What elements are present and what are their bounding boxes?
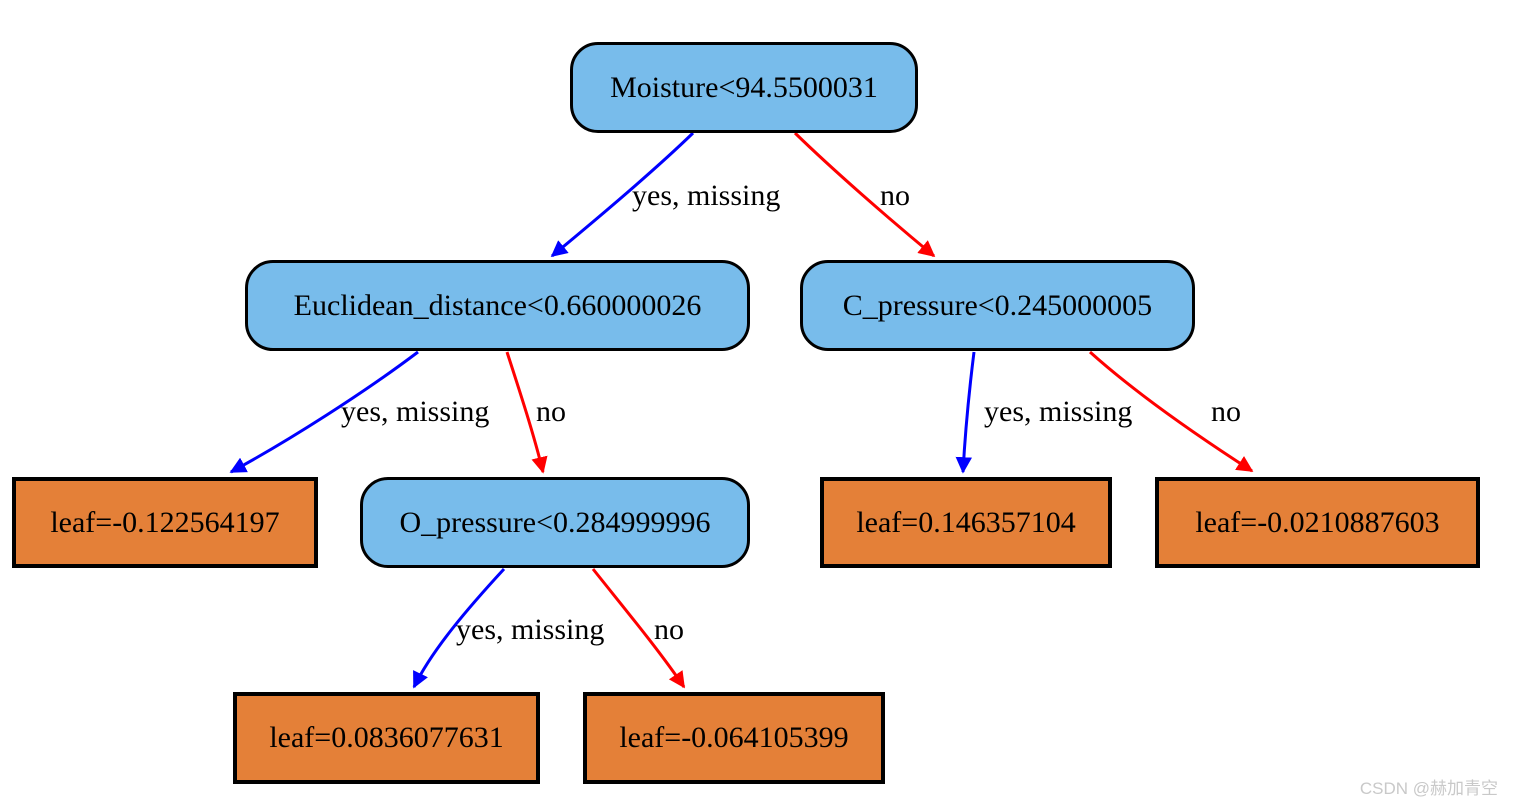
edge-label-euclidean-yes-missing: yes, missing xyxy=(341,395,490,428)
tree-leaf-node-b: leaf=0.146357104 xyxy=(820,477,1112,568)
edge-label-opressure-no: no xyxy=(654,613,684,646)
edge-root-to-cpressure-no-arrow xyxy=(793,131,936,258)
tree-leaf-node-e: leaf=-0.064105399 xyxy=(583,692,885,784)
tree-node-c-pressure: C_pressure<0.245000005 xyxy=(800,260,1195,351)
tree-leaf-node-a: leaf=-0.122564197 xyxy=(12,477,318,568)
edge-label-cpressure-no: no xyxy=(1211,395,1241,428)
tree-node-euclidean-distance: Euclidean_distance<0.660000026 xyxy=(245,260,750,351)
edge-label-cpressure-yes-missing: yes, missing xyxy=(984,395,1133,428)
edge-euclidean-to-leafa-yes-arrow xyxy=(229,350,419,474)
edge-label-root-no: no xyxy=(880,179,910,212)
edge-label-opressure-yes-missing: yes, missing xyxy=(456,613,605,646)
csdn-watermark: CSDN @赫加青空 xyxy=(1359,779,1498,798)
tree-node-root-moisture: Moisture<94.5500031 xyxy=(570,42,918,133)
edge-label-root-yes-missing: yes, missing xyxy=(632,179,781,212)
edge-euclidean-to-opressure-no-arrow xyxy=(505,351,548,474)
edge-root-to-euclidean-yes-arrow xyxy=(550,131,695,258)
edge-label-euclidean-no: no xyxy=(536,395,566,428)
edge-opressure-to-leafd-yes-arrow xyxy=(412,567,506,689)
tree-leaf-node-c: leaf=-0.0210887603 xyxy=(1155,477,1480,568)
tree-leaf-node-d: leaf=0.0836077631 xyxy=(233,692,540,784)
edge-cpressure-to-leafc-no-arrow xyxy=(1088,350,1254,473)
tree-node-o-pressure: O_pressure<0.284999996 xyxy=(360,477,750,568)
edge-cpressure-to-leafb-yes-arrow xyxy=(955,351,976,474)
edge-opressure-to-leafe-no-arrow xyxy=(591,568,686,689)
